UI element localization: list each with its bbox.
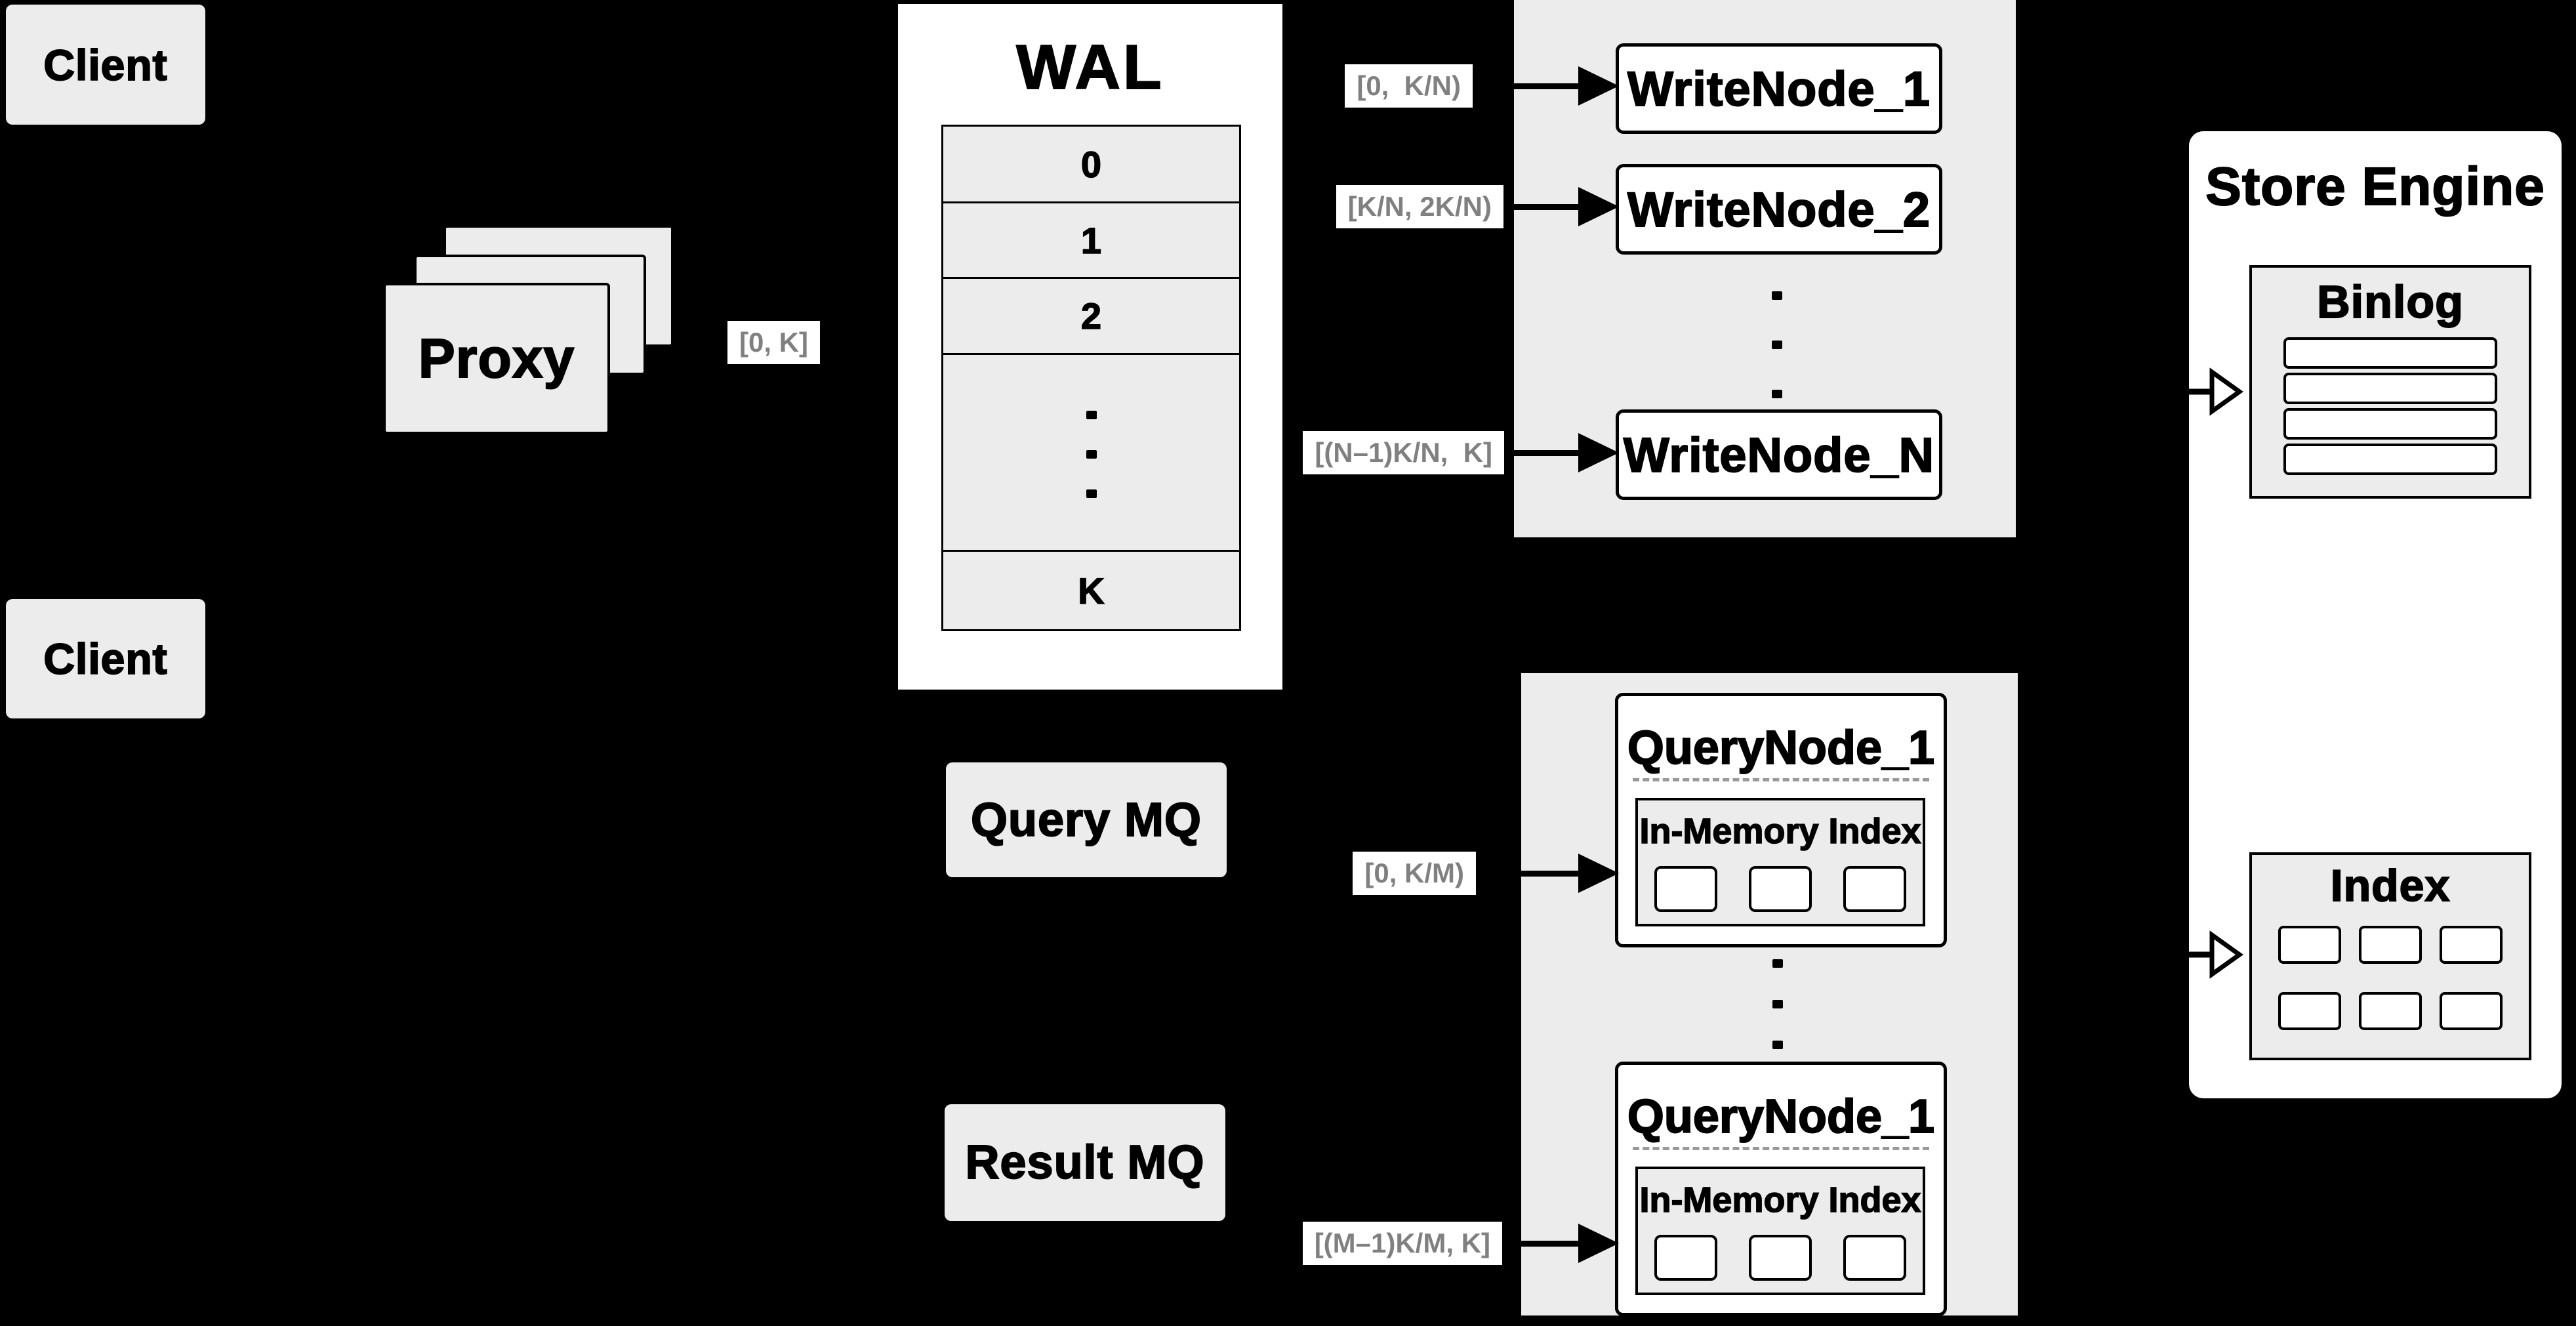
binlog-slat [2283, 373, 2497, 404]
arrow-write-1 [1476, 83, 1580, 89]
vertical-ellipsis [1086, 450, 1097, 459]
in-memory-index-box: In-Memory Index [1635, 798, 1925, 926]
client-bottom-label: Client [43, 634, 168, 684]
index-segment [1749, 866, 1812, 912]
query-node-bottom: QueryNode_1 In-Memory Index [1615, 1062, 1947, 1316]
arrow-write-n [1476, 450, 1580, 456]
wal-title: WAL [1015, 31, 1164, 103]
wal-box: WAL 0 1 2 K [895, 1, 1285, 692]
index-cell [2440, 992, 2503, 1030]
binlog-slat [2283, 408, 2497, 440]
arrow-query-1 [1476, 871, 1580, 877]
binlog-slat [2283, 337, 2497, 369]
open-arrow-binlog-icon [2132, 367, 2243, 416]
index-cell [2359, 926, 2422, 964]
vertical-ellipsis [1772, 1041, 1783, 1049]
client-box-bottom: Client [6, 599, 205, 718]
wal-row: 2 [943, 279, 1239, 355]
wal-row: K [1078, 570, 1105, 612]
dashed-divider [1633, 1147, 1929, 1150]
query-node-bottom-title: QueryNode_1 [1627, 1090, 1935, 1144]
client-box-top: Client [6, 5, 205, 125]
range-label-write-1: [0, K/N) [1345, 64, 1473, 108]
index-cell [2440, 926, 2503, 964]
binlog-slat [2283, 444, 2497, 475]
vertical-ellipsis [1772, 291, 1782, 300]
proxy-label: Proxy [418, 327, 575, 390]
index-cell [2278, 926, 2341, 964]
index-segment [1749, 1235, 1812, 1281]
wal-row-ellipsis [943, 355, 1239, 552]
arrow-write-2 [1476, 204, 1580, 210]
range-label-proxy: [0, K] [727, 321, 820, 364]
index-cell [2278, 992, 2341, 1030]
query-node-top: QueryNode_1 In-Memory Index [1615, 693, 1947, 947]
store-engine-title: Store Engine [2205, 156, 2545, 217]
binlog-slat-stack [2252, 337, 2529, 475]
index-cell [2359, 992, 2422, 1030]
open-arrow-index-icon [2132, 930, 2243, 979]
proxy-stack: Proxy [383, 225, 674, 434]
index-cell-grid [2252, 926, 2529, 1030]
vertical-ellipsis [1772, 1000, 1783, 1008]
binlog-box: Binlog [2249, 265, 2531, 499]
range-label-query-1: [0, K/M) [1353, 852, 1476, 895]
index-segment [1654, 866, 1717, 912]
index-segment [1843, 866, 1906, 912]
query-node-top-title: QueryNode_1 [1627, 721, 1935, 775]
arrowhead-query-2 [1578, 1224, 1619, 1263]
arrowhead-write-2 [1578, 187, 1619, 226]
index-segment [1654, 1235, 1717, 1281]
dashed-divider [1633, 778, 1929, 781]
in-memory-index-label: In-Memory Index [1639, 811, 1922, 852]
in-memory-index-box: In-Memory Index [1635, 1167, 1925, 1295]
range-label-query-2: [(M–1)K/M, K] [1302, 1222, 1502, 1265]
arrowhead-write-1 [1578, 66, 1619, 106]
wal-row: 0 [943, 127, 1239, 203]
range-label-write-2: [K/N, 2K/N) [1336, 185, 1503, 228]
index-label: Index [2330, 860, 2451, 911]
binlog-label: Binlog [2316, 276, 2464, 328]
arrowhead-query-1 [1578, 854, 1619, 893]
vertical-ellipsis [1772, 959, 1783, 968]
store-engine-panel: Store Engine Binlog Index [2189, 131, 2562, 1098]
range-label-write-n: [(N–1)K/N, K] [1303, 431, 1504, 474]
wal-segment-table: 0 1 2 K [941, 125, 1241, 631]
proxy-card-front: Proxy [383, 283, 610, 434]
in-memory-index-label: In-Memory Index [1639, 1180, 1922, 1220]
write-node-2: WriteNode_2 [1616, 164, 1942, 255]
arrowhead-write-n [1578, 433, 1619, 472]
write-node-n: WriteNode_N [1616, 409, 1942, 500]
vertical-ellipsis [1772, 341, 1782, 349]
vertical-ellipsis [1086, 411, 1097, 419]
index-segment-row [1638, 866, 1923, 912]
result-mq-box: Result MQ [945, 1104, 1225, 1221]
wal-row: 1 [943, 203, 1239, 279]
vertical-ellipsis [1086, 489, 1097, 498]
query-mq-box: Query MQ [946, 762, 1227, 877]
client-top-label: Client [43, 40, 168, 90]
index-segment-row [1638, 1235, 1923, 1281]
vertical-ellipsis [1772, 390, 1782, 398]
write-node-1: WriteNode_1 [1616, 43, 1942, 134]
index-segment [1843, 1235, 1906, 1281]
arrow-query-2 [1476, 1241, 1580, 1247]
index-box: Index [2249, 852, 2531, 1060]
